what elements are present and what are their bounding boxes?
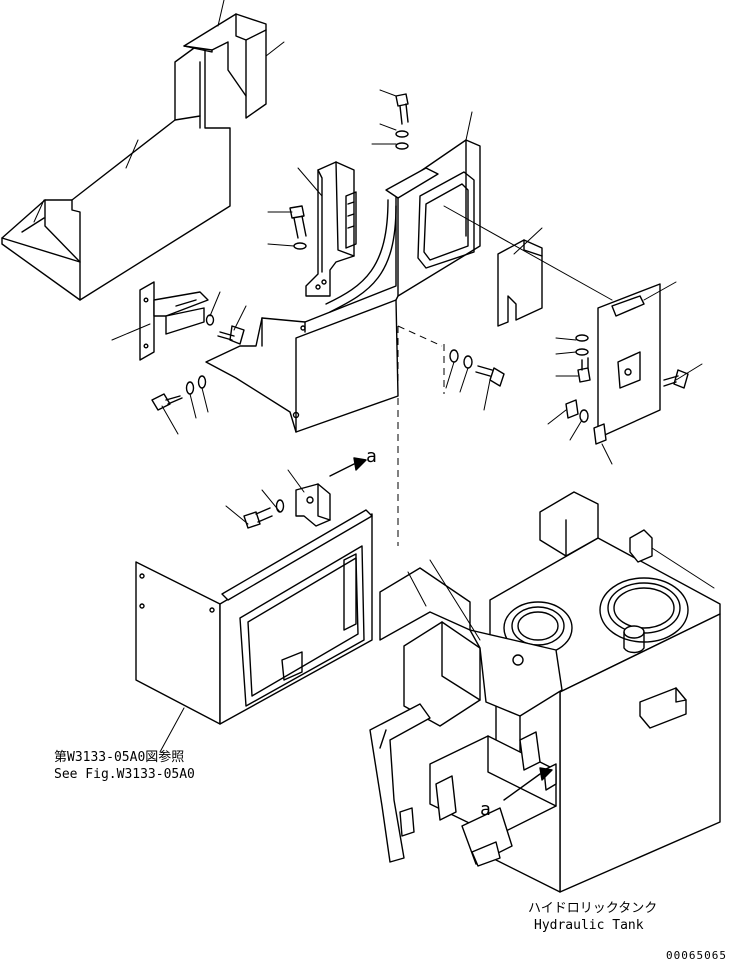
tank-label-english: Hydraulic Tank bbox=[534, 918, 644, 933]
reference-note-japanese: 第W3133-05A0図参照 bbox=[54, 750, 185, 765]
hinge-block bbox=[296, 458, 366, 526]
drawing-number: 00065065 bbox=[666, 949, 727, 962]
right-side-plate bbox=[598, 284, 660, 438]
tank-frame-bracket bbox=[370, 568, 562, 866]
central-main-cover bbox=[206, 140, 480, 432]
tank-label-japanese: ハイドロリックタンク bbox=[528, 901, 658, 916]
top-small-cover bbox=[184, 14, 266, 118]
small-gasket-plate bbox=[498, 240, 542, 326]
lower-box-cover bbox=[136, 510, 372, 724]
left-hinge-bracket bbox=[140, 282, 208, 360]
upper-long-cover bbox=[2, 40, 230, 300]
detail-mark-a-bottom: a bbox=[480, 799, 491, 820]
detail-mark-a-top: a bbox=[366, 446, 377, 467]
leader-lines bbox=[34, 0, 702, 752]
tall-bracket bbox=[306, 162, 356, 296]
bolt-set bbox=[152, 94, 688, 528]
reference-note-english: See Fig.W3133-05A0 bbox=[54, 767, 195, 782]
